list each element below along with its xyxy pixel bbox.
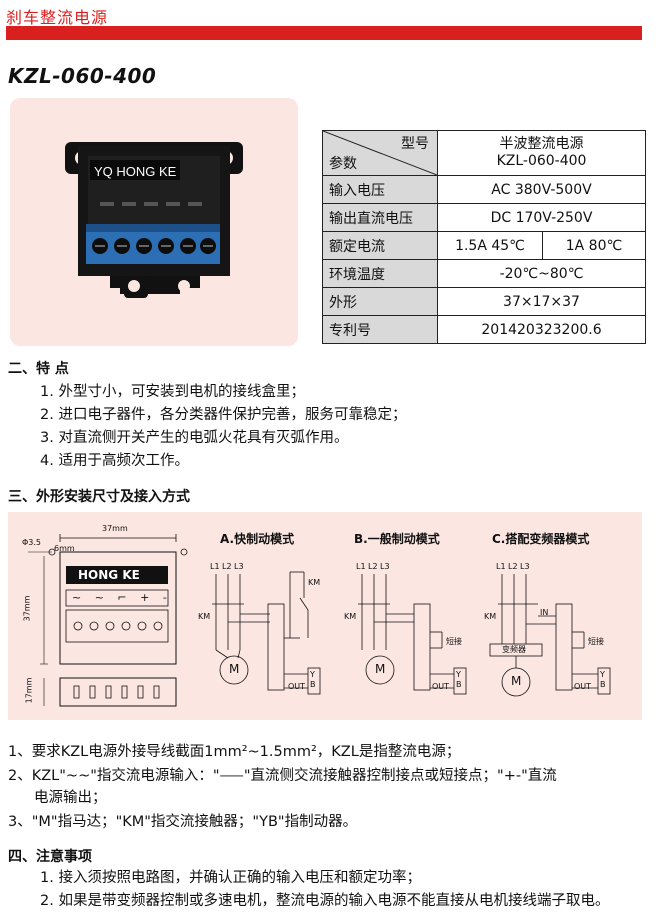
header-title: 刹车整流电源: [6, 8, 109, 27]
km-label: KM: [308, 578, 321, 587]
model-title: KZL-060-400: [8, 64, 157, 88]
note-line: 3、"M"指马达；"KM"指交流接触器；"YB"指制动器。: [8, 814, 358, 830]
spec-value: -20℃~80℃: [437, 259, 646, 288]
rectifier-module-illustration: [65, 142, 243, 298]
mode-b-circuit: [358, 574, 467, 695]
header-bar: [6, 26, 642, 40]
motor-symbol: M: [375, 662, 386, 676]
caution-item: 1. 接入须按照电路图，并确认正确的输入电压和额定功率；: [40, 870, 421, 886]
spec-value: 201420323200.6: [437, 315, 646, 344]
mode-a-circuit: [212, 571, 321, 695]
module-symbols: ~ ~ ⌐ + -: [72, 591, 172, 604]
spec-value-b: 1A 80℃: [542, 231, 646, 260]
mode-c-circuit: [489, 574, 611, 697]
spec-label: 额定电流: [322, 231, 438, 260]
yb-label: Y B: [310, 670, 316, 689]
short-label: 短接: [588, 637, 604, 646]
spec-value: AC 380V-500V: [437, 175, 646, 204]
mode-b-title: B.一般制动模式: [354, 532, 440, 546]
phase-label: L2: [222, 562, 232, 571]
module-brand: HONG KE: [78, 568, 140, 582]
dim-height-label: 37mm: [22, 595, 32, 622]
mode-a-title: A.快制动模式: [220, 532, 295, 546]
cautions-title: 四、注意事项: [8, 849, 92, 865]
feature-item: 4. 适用于高频次工作。: [40, 453, 189, 469]
spec-label: 输入电压: [322, 175, 438, 204]
wiring-diagram-svg: [28, 534, 611, 707]
inverter-label: 变频器: [502, 645, 526, 654]
product-photo: YQ HONG KE: [10, 98, 298, 346]
note-line: 2、KZL"~~"指交流电源输入："⸺"直流侧交流接触器控制接点或短接点；"+-…: [8, 768, 557, 784]
spec-label: 环境温度: [322, 259, 438, 288]
corner-top: 型号: [401, 136, 429, 152]
feature-item: 2. 进口电子器件，各分类器件保护完善，服务可靠稳定；: [40, 407, 407, 423]
spec-row: 输入电压 AC 380V-500V: [322, 175, 646, 204]
feature-item: 1. 外型寸小，可安装到电机的接线盒里；: [40, 384, 305, 400]
spec-corner-cell: 型号 参数: [322, 130, 438, 176]
model-code: KZL-060-400: [496, 153, 587, 169]
feature-item: 3. 对直流侧开关产生的电弧火花具有灭弧作用。: [40, 430, 349, 446]
spec-value: 37×17×37: [437, 287, 646, 316]
spec-table: 型号 参数 半波整流电源 KZL-060-400 输入电压 AC 380V-50…: [322, 130, 646, 344]
spec-row: 环境温度 -20℃~80℃: [322, 259, 646, 288]
phase-label: L1: [210, 562, 220, 571]
product-brand-label: YQ HONG KE: [94, 164, 177, 179]
phase-label: L2: [368, 562, 378, 571]
dim-depth-label: 17mm: [24, 677, 34, 704]
dim-offset-label: 6mm: [54, 544, 75, 553]
corner-bottom: 参数: [329, 156, 357, 172]
spec-label: 专利号: [322, 315, 438, 344]
out-label: OUT: [432, 682, 450, 691]
spec-model-cell: 半波整流电源 KZL-060-400: [437, 130, 646, 176]
dim-hole-label: Φ3.5: [22, 538, 42, 547]
dim-width-label: 37mm: [102, 524, 128, 533]
spec-value: DC 170V-250V: [437, 203, 646, 232]
yb-label: Y B: [456, 670, 462, 689]
note-line: 电源输出；: [34, 790, 107, 806]
spec-label: 外形: [322, 287, 438, 316]
spec-header-row: 型号 参数 半波整流电源 KZL-060-400: [322, 130, 646, 176]
mode-c-title: C.搭配变频器模式: [492, 532, 590, 546]
model-name: 半波整流电源: [499, 136, 584, 152]
motor-symbol: M: [511, 674, 522, 688]
phase-label: L3: [380, 562, 390, 571]
in-label: IN: [540, 608, 549, 617]
spec-label: 输出直流电压: [322, 203, 438, 232]
spec-row: 外形 37×17×37: [322, 287, 646, 316]
spec-row: 专利号 201420323200.6: [322, 315, 646, 344]
phase-label: L3: [520, 562, 530, 571]
spec-row: 额定电流 1.5A 45℃ 1A 80℃: [322, 231, 646, 260]
yb-label: Y B: [600, 670, 606, 689]
phase-label: L1: [496, 562, 506, 571]
out-label: OUT: [288, 682, 306, 691]
km-label: KM: [484, 612, 497, 621]
motor-symbol: M: [229, 662, 240, 676]
phase-label: L3: [234, 562, 244, 571]
out-label: OUT: [574, 682, 592, 691]
outline-drawing: [28, 534, 188, 707]
spec-row: 输出直流电压 DC 170V-250V: [322, 203, 646, 232]
note-line: 1、要求KZL电源外接导线截面1mm²~1.5mm²，KZL是指整流电源；: [8, 744, 461, 760]
wiring-diagram: 37mm Φ3.5 6mm 37mm 17mm HONG KE ~ ~ ⌐ + …: [8, 512, 642, 720]
install-title: 三、外形安装尺寸及接入方式: [8, 489, 190, 505]
km-label: KM: [344, 612, 357, 621]
phase-label: L2: [508, 562, 518, 571]
caution-item: 2. 如果是带变频器控制或多速电机，整流电源的输入电源不能直接从电机接线端子取电…: [40, 893, 610, 909]
km-label: KM: [198, 612, 211, 621]
phase-label: L1: [356, 562, 366, 571]
short-label: 短接: [446, 637, 462, 646]
spec-value-a: 1.5A 45℃: [437, 231, 543, 260]
features-title: 二、特 点: [8, 361, 69, 377]
